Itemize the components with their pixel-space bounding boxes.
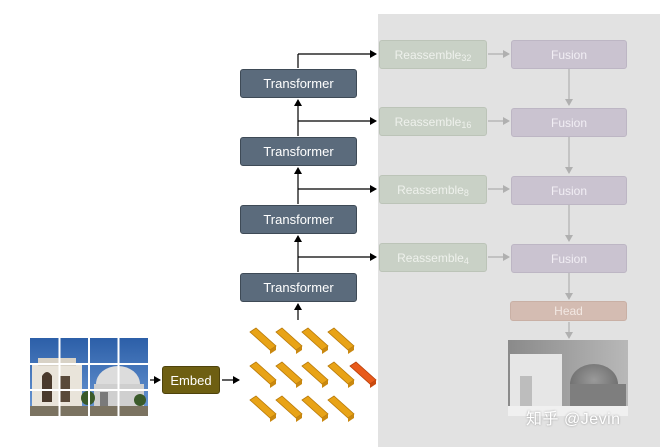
reassemble-subscript: 16 (461, 119, 472, 130)
reassemble-subscript: 8 (463, 187, 469, 198)
transformer-block-2: Transformer (240, 205, 357, 234)
embed-block: Embed (162, 366, 220, 394)
patch-tokens (249, 327, 377, 422)
watermark-text: 知乎 @Jevin (526, 411, 621, 428)
reassemble-label: Reassemble (394, 114, 462, 129)
reassemble-label: Reassemble (397, 182, 464, 197)
fusion-block-1: Fusion (511, 40, 627, 69)
transformer-block-3: Transformer (240, 137, 357, 166)
readout-token (349, 361, 377, 388)
token-grid (249, 327, 377, 422)
transformer-block-1: Transformer (240, 273, 357, 302)
fusion-block-3: Fusion (511, 176, 627, 205)
reassemble-subscript: 32 (461, 52, 472, 63)
input-image-patches (30, 338, 148, 416)
fusion-block-4: Fusion (511, 244, 627, 273)
fusion-block-2: Fusion (511, 108, 627, 137)
transformer-block-4: Transformer (240, 69, 357, 98)
reassemble-label: Reassemble (397, 250, 464, 265)
reassemble-label: Reassemble (394, 47, 462, 62)
reassemble-subscript: 4 (463, 255, 469, 266)
output-depth-map (508, 340, 628, 416)
head-block: Head (510, 301, 627, 321)
